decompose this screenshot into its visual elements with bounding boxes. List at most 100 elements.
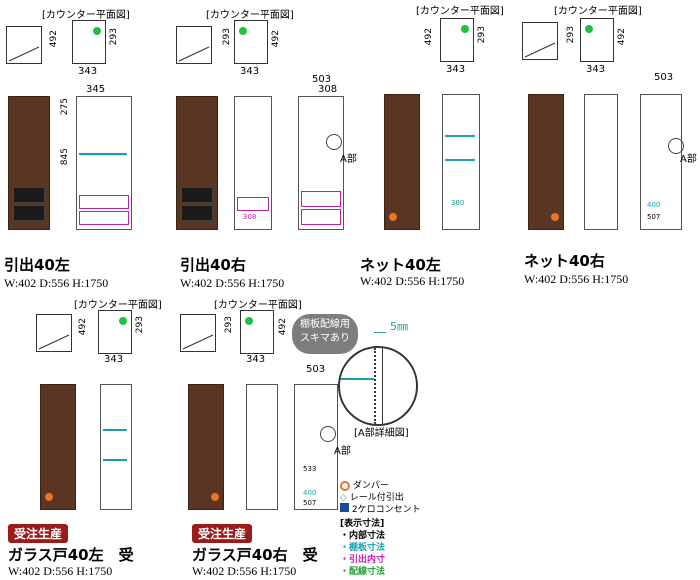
side-inner-dim: 308 [318,84,338,95]
plan-depth-dim: 492 [271,30,281,48]
elevation-width-dim: 345 [86,84,106,95]
product-spec: W:402 D:556 H:1750 [8,564,113,578]
drawer-side [301,209,341,225]
plan-caption: [カウンター平面図] [554,6,642,17]
detail-a-circle [668,138,684,154]
base-dim: 400 [303,489,317,497]
plan-width-dim: 343 [586,64,606,75]
drawer-front [181,205,213,221]
shelf-line [445,159,475,161]
shelf-line [79,153,127,155]
base-dim: 400 [647,201,661,209]
product-name: 引出40左 [4,256,70,274]
plan-diagonal [8,46,40,62]
plan-depth-dim: 492 [424,28,434,46]
elevation-frame [76,96,132,230]
drawer-dim: 308 [243,213,257,221]
bubble-line: 棚板配線用 [300,319,350,330]
detail-a-circle [326,134,342,150]
side-elevation [298,96,344,230]
plan-depth-dim: 492 [78,318,88,336]
legend-damper: ダンパー [340,478,389,491]
plan-diagonal [182,334,214,350]
detail-a-caption: [A部詳細図] [354,428,409,439]
plan-box [580,18,614,62]
gap-5mm-label: 5㎜ [390,320,408,333]
cabinet-photo [176,96,218,230]
cabinet-photo [528,94,564,230]
damper-marker [45,493,53,501]
legend-outlet: 2ケロコンセント [340,502,421,515]
plan-depth-dim: 492 [617,28,627,46]
legend-wiring: ・配線寸法 [340,567,386,577]
cabinet-photo [8,96,50,230]
panel-edge [374,348,383,424]
plan-outline [176,26,212,64]
plan-diagonal [38,334,70,350]
outlet-marker [245,317,253,325]
drawer-inner [79,211,129,225]
legend-inner: ・内部寸法 [340,531,386,541]
side-overall-dim: 503 [306,364,326,375]
legend-damper-label: ダンパー [352,481,389,491]
plan-caption: [カウンター平面図] [416,6,504,17]
drawer-side [301,191,341,207]
product-name: ネット40左 [360,256,441,274]
plan-corner-dim: 293 [109,28,119,46]
outlet-marker [461,25,469,33]
plan-width-dim: 343 [446,64,466,75]
drawer-front [181,187,213,203]
detail-a-zoom-circle [338,346,418,426]
plan-width-dim: 343 [78,66,98,77]
shelf-line [103,459,127,461]
legend-shelf: ・棚板寸法 [340,543,386,553]
plan-corner-dim: 293 [477,26,487,44]
base-dim: 507 [647,213,661,221]
elevation-frame [100,384,132,510]
plan-box [234,20,268,64]
legend-header: [表示寸法] [340,519,385,529]
product-name: ネット40右 [524,252,605,270]
plan-outline [6,26,42,64]
plan-caption: [カウンター平面図] [42,10,130,21]
gap-marker [374,332,386,333]
outlet-marker [93,27,101,35]
plan-caption: [カウンター平面図] [206,10,294,21]
outlet-marker [239,27,247,35]
product-spec: W:402 D:556 H:1750 [360,274,465,288]
plan-diagonal [524,42,556,58]
product-spec: W:402 D:556 H:1750 [4,276,109,290]
dim-mid: 845 [60,148,70,166]
base-dim: 533 [303,465,317,473]
elevation-frame [246,384,278,510]
bubble-line: スキマあり [300,333,350,344]
detail-a-label: A部 [334,446,351,457]
plan-corner-dim: 293 [224,316,234,334]
outlet-icon [340,503,349,512]
legend-rail-label: レール付引出 [349,493,404,503]
shelf-line [445,135,475,137]
damper-marker [389,213,397,221]
plan-box [72,20,106,64]
cabinet-photo [40,384,76,510]
elevation-frame: 308 [234,96,272,230]
plan-corner-dim: 293 [222,28,232,46]
plan-box [440,18,474,62]
detail-a-circle [320,426,336,442]
plan-outline [36,314,72,352]
base-dim: 507 [303,499,317,507]
made-to-order-badge: 受注生産 [192,524,253,543]
detail-a-label: A部 [680,154,697,165]
drawer-inner [79,195,129,209]
plan-box [98,310,132,354]
plan-box [240,310,274,354]
plan-width-dim: 343 [246,354,266,365]
drawer-front [13,187,45,203]
side-elevation: 533 400 507 [294,384,338,510]
product-spec: W:402 D:556 H:1750 [180,276,285,290]
damper-icon [340,480,350,491]
shelf-line [103,429,127,431]
elevation-frame [584,94,618,230]
plan-outline [180,314,216,352]
plan-corner-dim: 293 [566,26,576,44]
